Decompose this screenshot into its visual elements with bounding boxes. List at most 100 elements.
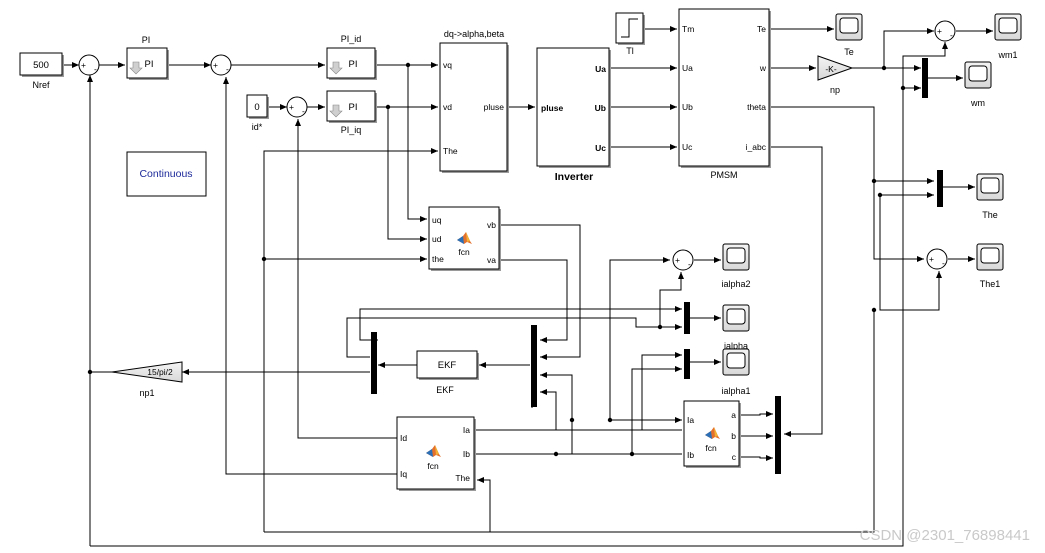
svg-text:+: + [81,60,86,70]
scope-ialpha-label: ialpha [724,341,748,351]
step-icon [621,18,638,38]
sum-block-the1[interactable]: + - [926,248,948,270]
pi-iq-block[interactable]: PI PI_iq [326,90,377,135]
continuous-label: Continuous [139,168,192,180]
scope-ialpha[interactable]: ialpha [722,304,750,351]
id-value: 0 [254,102,259,113]
inv-port-uc: Uc [595,143,606,153]
nref-constant-block[interactable]: 500 Nref [19,52,64,90]
dq-port-the: The [443,146,458,156]
svg-text:+: + [929,254,934,264]
dq-port-vq: vq [443,60,452,70]
fcn1-out-vb: vb [487,220,496,230]
pmsm-in-tm: Tm [682,24,694,34]
scope-wm1-label: wm1 [997,50,1017,60]
inv-port-ub: Ub [595,103,606,113]
svg-text:-: - [302,106,305,116]
gain-np1-label: np1 [139,388,154,398]
pi-iq-text: PI [349,102,358,113]
gain-np1-block[interactable]: 15/pi/2 np1 [111,361,183,398]
sum-block-speed[interactable]: + - [78,54,100,76]
mux-the[interactable] [937,170,943,207]
pmsm-out-w: w [759,63,767,73]
step-block-tl[interactable]: Tl [615,12,645,56]
fcn-block-park-inverse[interactable]: uq ud the vb va fcn [428,206,501,271]
inv-port-pluse: pluse [541,103,563,113]
fcn1-in-ud: ud [432,234,442,244]
pi-iq-name: PI_iq [341,125,362,135]
scope-icon [722,348,750,376]
scope-te-label: Te [844,47,854,57]
pi-speed-block[interactable]: PI PI [126,35,169,80]
sum-block-ialpha2[interactable]: + - [672,249,694,271]
scope-ialpha1-label: ialpha1 [721,386,750,396]
dq-port-pluse: pluse [484,102,505,112]
fcn-block-park[interactable]: Id Iq Ia Ib The fcn [396,416,476,491]
pmsm-out-te: Te [757,24,766,34]
fcn2-out-the: The [455,473,470,483]
fcn3-label: fcn [705,443,717,453]
scope-wm[interactable]: wm [964,61,992,108]
svg-text:-: - [688,259,691,269]
fcn2-in-id: Id [400,433,407,443]
fcn3-out-c: c [732,452,737,462]
dq-port-vd: vd [443,102,452,112]
pmsm-out-theta: theta [747,102,766,112]
fcn1-in-the: the [432,254,444,264]
fcn1-out-va: va [487,255,496,265]
scope-the[interactable]: The [976,173,1004,220]
ekf-block[interactable]: EKF EKF [416,350,479,395]
fcn2-out-ia: Ia [463,425,470,435]
mux-wm[interactable] [922,58,928,98]
mux-ialpha[interactable] [684,302,690,334]
scope-ialpha1[interactable]: ialpha1 [721,348,751,396]
pi-arrow-icon [129,61,143,75]
pmsm-in-ua: Ua [682,63,693,73]
fcn1-in-uq: uq [432,215,442,225]
mux-ialpha1[interactable] [684,349,690,379]
fcn3-in-ib: Ib [687,450,694,460]
dq-to-alphabeta-block[interactable]: dq->alpha,beta vq vd The pluse [439,29,509,173]
svg-text:+: + [213,60,218,70]
pi-speed-text: PI [145,59,154,70]
svg-text:+: + [289,102,294,112]
nref-value: 500 [33,60,49,71]
pi-id-name: PI_id [341,34,362,44]
gain-np-text: -K- [825,64,837,74]
scope-icon [964,61,992,89]
gain-np-block[interactable]: -K- np [817,55,854,95]
svg-text:-: - [226,64,229,74]
pi-id-block[interactable]: PI_id PI [326,34,377,80]
pmsm-block[interactable]: Tm Ua Ub Uc Te w theta i_abc PMSM [678,8,771,180]
sum-block-wm1[interactable]: + - [934,20,956,42]
scope-icon [722,243,750,271]
step-label: Tl [626,46,634,56]
pmsm-in-uc: Uc [682,142,693,152]
fcn3-out-a: a [731,410,736,420]
inverter-label: Inverter [555,171,594,183]
continuous-powergui-block[interactable]: Continuous [126,151,207,197]
fcn3-in-ia: Ia [687,415,694,425]
ekf-text: EKF [438,360,457,371]
pmsm-label: PMSM [711,170,738,180]
scope-wm1[interactable]: wm1 [994,13,1022,60]
svg-text:-: - [942,258,945,268]
scope-icon [994,13,1022,41]
scope-the1[interactable]: The1 [976,243,1004,289]
scope-te[interactable]: Te [835,13,863,57]
gain-np1-text: 15/pi/2 [147,367,173,377]
scope-ialpha2-label: ialpha2 [721,279,750,289]
id-ref-constant[interactable]: 0 id* [246,94,269,132]
inverter-block[interactable]: pluse Ua Ub Uc Inverter [536,47,611,183]
pmsm-out-iabc: i_abc [746,142,767,152]
nref-label: Nref [32,80,50,90]
sum-block-id[interactable]: + - [210,54,232,76]
sum-block-iq[interactable]: + - [286,96,308,118]
scope-ialpha2[interactable]: ialpha2 [721,243,751,289]
svg-text:-: - [94,64,97,74]
mux-iabc[interactable] [775,396,781,474]
mux-ekf-out[interactable] [371,332,377,394]
fcn-block-clarke[interactable]: Ia Ib a b c fcn [683,400,741,468]
mux-ekf-in[interactable] [531,325,537,407]
